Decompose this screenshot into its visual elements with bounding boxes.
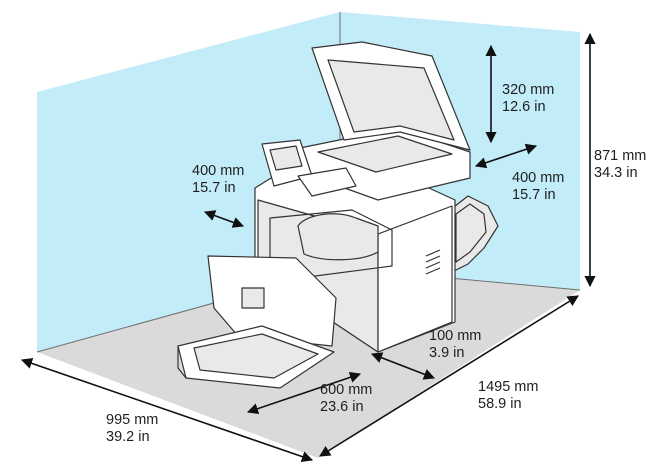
lid-clearance-mm: 320 mm — [502, 82, 554, 98]
output-tray — [297, 167, 357, 197]
total-depth-mm: 1495 mm — [478, 379, 538, 395]
arrow-total-depth — [319, 295, 579, 457]
arrow-total-width — [20, 357, 314, 463]
rear-clearance-in: 3.9 in — [429, 345, 464, 361]
total-depth-in: 58.9 in — [478, 396, 522, 412]
total-width-mm: 995 mm — [106, 412, 158, 428]
scanner-lid-pad — [327, 59, 455, 141]
left-clearance-mm: 400 mm — [192, 163, 244, 179]
scanner-glass — [317, 135, 453, 173]
total-height-in: 34.3 in — [594, 165, 638, 181]
door-handle — [241, 287, 265, 309]
lid-clearance-in: 12.6 in — [502, 99, 546, 115]
arrow-right-clearance — [474, 143, 538, 169]
total-width-in: 39.2 in — [106, 429, 150, 445]
rear-clearance-mm: 100 mm — [429, 328, 481, 344]
side-door-inner — [455, 203, 487, 263]
side-vent — [425, 249, 441, 275]
front-clearance-in: 23.6 in — [320, 399, 364, 415]
toner-cartridge — [297, 213, 379, 261]
front-clearance-mm: 600 mm — [320, 382, 372, 398]
total-height-mm: 871 mm — [594, 148, 646, 164]
right-clearance-mm: 400 mm — [512, 170, 564, 186]
touch-screen — [269, 145, 303, 171]
right-clearance-in: 15.7 in — [512, 187, 556, 203]
arrow-left-clearance — [203, 210, 245, 228]
left-clearance-in: 15.7 in — [192, 180, 236, 196]
